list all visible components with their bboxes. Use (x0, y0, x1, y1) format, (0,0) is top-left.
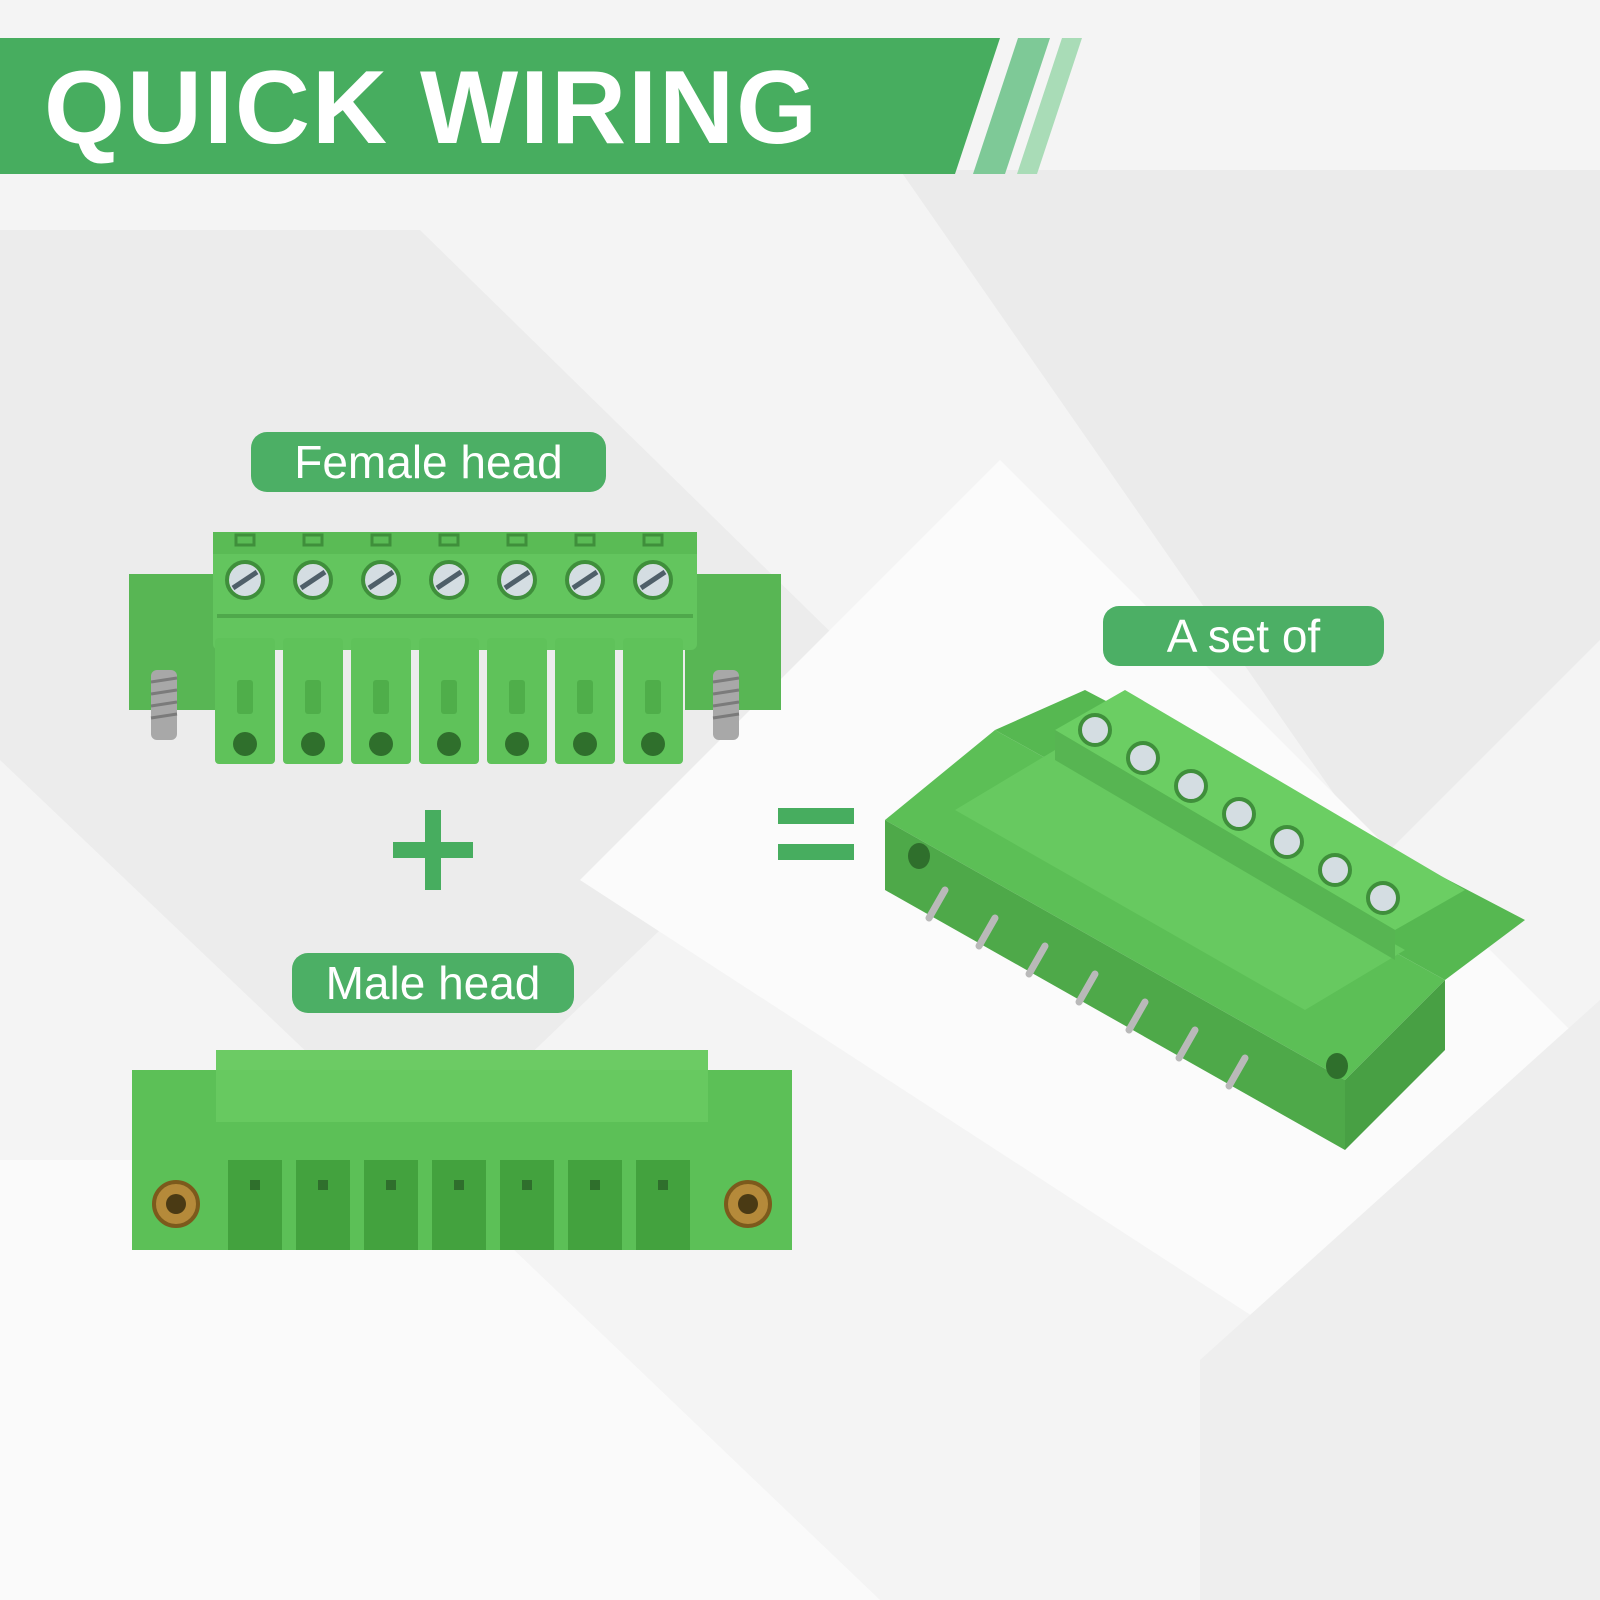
plus-icon (393, 810, 473, 890)
equals-icon (778, 808, 854, 860)
assembled-set-image (885, 690, 1525, 1150)
female-head-label: Female head (251, 432, 606, 492)
header-banner (0, 38, 1082, 174)
male-head-connector-image (132, 1050, 792, 1250)
set-label: A set of (1103, 606, 1384, 666)
male-head-label: Male head (292, 953, 574, 1013)
page-title: QUICK WIRING (44, 50, 820, 166)
female-head-connector-image (129, 532, 781, 764)
